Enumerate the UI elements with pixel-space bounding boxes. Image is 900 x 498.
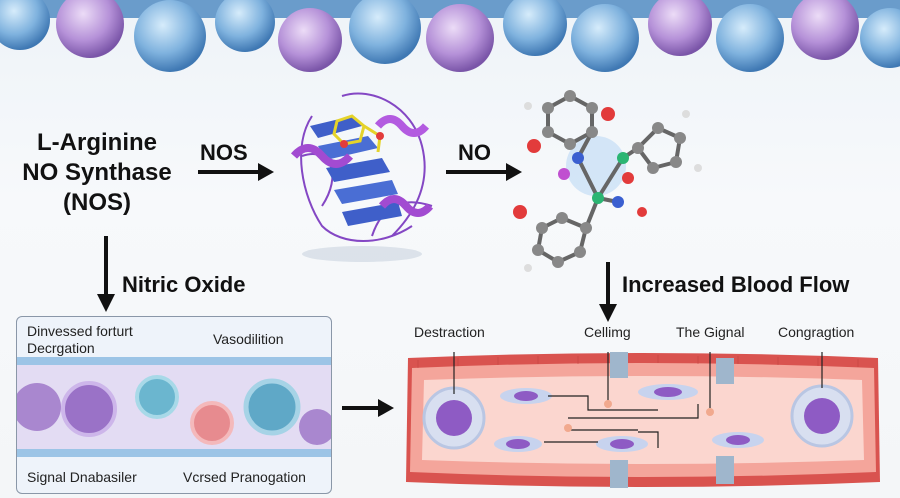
no-arrow [446,163,522,181]
panel-vessel [17,357,331,457]
panel-bottom-left-label: Signal Dnabasiler [27,469,137,485]
panel-bottom-right-label: Vcrsed Pranogation [183,469,306,485]
down-arrow-right [599,262,617,322]
label-line-3: (NOS) [63,189,131,216]
nitric-oxide-label: Nitric Oxide [122,272,246,297]
panel-to-vessel-arrow [342,399,394,417]
panel-top-right-label: Vasodilition [213,331,284,347]
panel-top-left-label: Dinvessed forturt Decrgation [27,323,133,357]
vessel-label-destraction: Destraction [414,324,485,340]
vessel-label-congragtion: Congragtion [778,324,855,340]
molecule-structure [513,90,702,272]
panel-top-left-line-1: Dinvessed forturt [27,323,133,339]
l-arginine-label: L-Arginine NO Synthase (NOS) [22,128,172,218]
down-arrow-left [97,236,115,312]
protein-structure [290,92,434,262]
increased-flow-label: Increased Blood Flow [622,272,850,297]
nos-arrow-label: NOS [200,140,248,165]
nos-arrow [198,163,274,181]
label-line-1: L-Arginine [37,129,157,156]
no-arrow-label: NO [458,140,491,165]
top-cell-bubbles [0,0,900,72]
panel-top-left-line-2: Decrgation [27,340,95,356]
top-cell-layer [0,0,900,72]
blood-vessel [406,352,880,488]
label-line-2: NO Synthase [22,159,172,186]
vessel-label-the-gignal: The Gignal [676,324,745,340]
vasodilation-panel: Dinvessed forturt Decrgation Vasodilitio… [16,316,332,494]
vessel-label-cellimg: Cellimg [584,324,631,340]
